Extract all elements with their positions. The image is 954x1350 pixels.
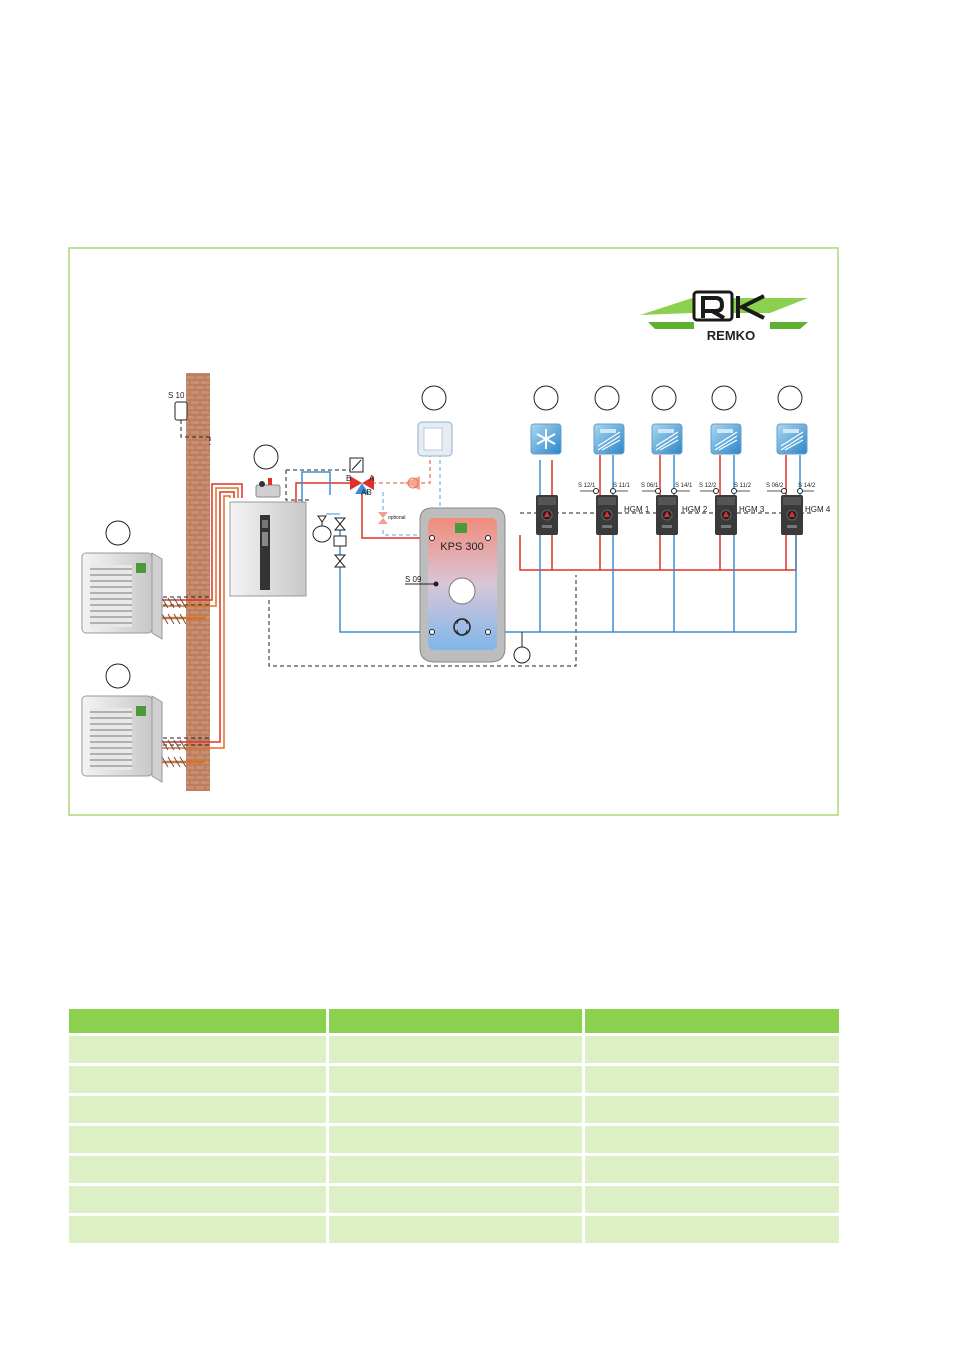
floor-heating-icon (710, 423, 742, 455)
brick-wall (186, 373, 210, 791)
svg-text:AB: AB (361, 488, 372, 497)
table-row (69, 1126, 839, 1153)
position-marker (105, 520, 131, 546)
outdoor-unit-2 (81, 695, 163, 783)
svg-text:HGM 2: HGM 2 (682, 505, 708, 514)
remko-logo: REMKO (640, 290, 808, 343)
buffer-tank: KPS 300 S 09 (405, 507, 506, 663)
optional-valve: optional (378, 512, 406, 524)
table-row (69, 1036, 839, 1063)
pump-module-hgm4 (780, 494, 804, 536)
snowflake-icon (530, 423, 562, 455)
position-marker (105, 663, 131, 689)
pump-module-hgm3 (714, 494, 738, 536)
svg-text:S 14/1: S 14/1 (675, 483, 693, 489)
table-row (69, 1066, 839, 1093)
position-marker (421, 385, 447, 411)
optional-device (417, 421, 453, 457)
svg-text:optional: optional (388, 515, 406, 521)
three-way-valve: B A AB (346, 457, 375, 497)
svg-text:S 06/1: S 06/1 (641, 483, 659, 489)
svg-text:S 09: S 09 (405, 575, 422, 584)
outdoor-unit-1 (81, 552, 163, 640)
svg-text:S 11/1: S 11/1 (613, 483, 631, 489)
expansion-vessel (312, 513, 340, 543)
svg-text:HGM 3: HGM 3 (739, 505, 765, 514)
floor-heating-icon (776, 423, 808, 455)
safety-group (333, 517, 347, 568)
pump-module (535, 494, 559, 536)
svg-text:S 12/1: S 12/1 (578, 483, 596, 489)
svg-text:S 12/2: S 12/2 (699, 483, 717, 489)
circuit-labels: HGM 1 HGM 2 HGM 3 HGM 4 (624, 505, 831, 514)
svg-text:S 10: S 10 (168, 391, 185, 400)
circuit-sensors: S 12/1 S 11/1 S 06/1 S 14/1 S 12/2 S 11/… (578, 483, 816, 489)
tank-expansion-vessel (513, 632, 531, 664)
svg-text:S 14/2: S 14/2 (798, 483, 816, 489)
outdoor-sensor-s10: S 10 (168, 391, 188, 421)
svg-text:B: B (346, 474, 351, 483)
table-row (69, 1186, 839, 1213)
pump-module-hgm1 (595, 494, 619, 536)
optional-pump (404, 476, 420, 490)
svg-text:KPS 300: KPS 300 (440, 541, 483, 553)
svg-text:HGM 1: HGM 1 (624, 505, 650, 514)
floor-heating-icon (651, 423, 683, 455)
floor-heating-icon (593, 423, 625, 455)
indoor-unit (229, 478, 307, 597)
table-row (69, 1216, 839, 1243)
pipe-insulation (161, 597, 187, 768)
hydraulic-schematic: REMKO S 10 (68, 247, 839, 816)
outdoor-lines (155, 483, 243, 764)
table-row (69, 1096, 839, 1123)
svg-text:S 11/2: S 11/2 (734, 483, 752, 489)
pump-module-hgm2 (655, 494, 679, 536)
svg-text:REMKO: REMKO (707, 328, 755, 343)
svg-text:S 06/2: S 06/2 (766, 483, 784, 489)
svg-text:HGM 4: HGM 4 (805, 505, 831, 514)
svg-text:A: A (369, 474, 375, 483)
circuit-markers (533, 385, 803, 411)
legend-table (69, 1006, 839, 1246)
table-row (69, 1156, 839, 1183)
position-marker (253, 444, 279, 470)
table-header-row (69, 1009, 839, 1033)
